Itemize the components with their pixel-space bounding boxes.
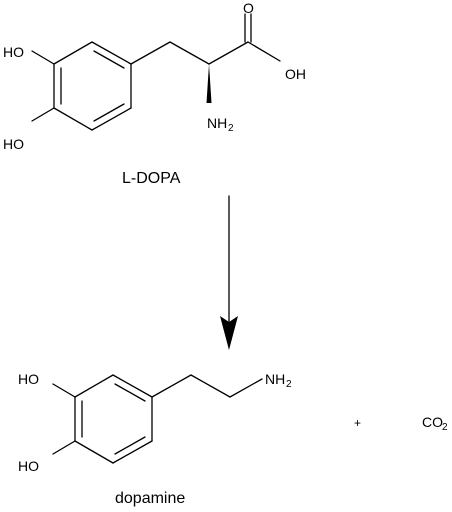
dopamine-ring-bond bbox=[74, 440, 114, 464]
ldopa-ring-double-bond bbox=[93, 50, 125, 69]
dopamine-chain-bond bbox=[229, 378, 263, 398]
ldopa-hydroxyl-bond bbox=[247, 41, 281, 62]
dopamine-oh-bond-top bbox=[52, 383, 76, 398]
ldopa-nh-subscript: 2 bbox=[228, 123, 234, 134]
ldopa-oh-bond-top bbox=[31, 50, 55, 65]
dopamine-ring-bond bbox=[112, 440, 153, 464]
dopamine-oh-bond-bottom bbox=[52, 440, 76, 455]
ldopa-oxygen-label: O bbox=[243, 0, 254, 16]
ldopa-ring-bond bbox=[53, 41, 93, 65]
ldopa-oh-label: OH bbox=[285, 66, 306, 82]
ldopa-ring-bond bbox=[53, 107, 93, 131]
co2-subscript: 2 bbox=[442, 422, 448, 433]
ldopa-ring-bond bbox=[91, 107, 132, 131]
ldopa-ch2-bond bbox=[130, 41, 171, 65]
ldopa-ring-double-bond bbox=[93, 103, 125, 122]
reaction-arrow-head bbox=[220, 316, 238, 350]
ldopa-stereo-wedge bbox=[206, 64, 212, 103]
co2-label: CO bbox=[422, 414, 443, 430]
plus-sign: + bbox=[354, 416, 361, 430]
ldopa-oh-bond-bottom bbox=[31, 107, 55, 122]
dopamine-nh-label: NH bbox=[265, 371, 285, 387]
ldopa-ho-top-label: HO bbox=[3, 44, 24, 60]
dopamine-structure: HO HO NH 2 dopamine bbox=[18, 371, 292, 507]
ldopa-nh-label: NH bbox=[207, 115, 227, 131]
ldopa-ho-bottom-label: HO bbox=[3, 136, 24, 152]
byproduct: + CO 2 bbox=[354, 414, 448, 433]
dopamine-chain-bond bbox=[151, 374, 192, 398]
dopamine-ring-double-bond bbox=[114, 383, 146, 402]
dopamine-ring-bond bbox=[74, 374, 114, 398]
ldopa-caption: L-DOPA bbox=[122, 170, 181, 187]
ldopa-ring-bond bbox=[91, 41, 132, 65]
dopamine-ring-bond bbox=[112, 374, 153, 398]
dopamine-nh-subscript: 2 bbox=[286, 379, 292, 390]
dopamine-ring-double-bond bbox=[114, 436, 146, 455]
dopamine-chain-bond bbox=[190, 374, 231, 398]
dopamine-caption: dopamine bbox=[115, 490, 185, 507]
dopamine-ho-top-label: HO bbox=[18, 371, 39, 387]
ldopa-carboxyl-bond bbox=[208, 41, 249, 65]
ldopa-structure: HO HO O OH NH 2 L-DOPA bbox=[3, 0, 306, 187]
reaction-arrow bbox=[220, 195, 238, 350]
ldopa-alpha-bond bbox=[169, 41, 210, 65]
dopamine-ho-bottom-label: HO bbox=[18, 458, 39, 474]
